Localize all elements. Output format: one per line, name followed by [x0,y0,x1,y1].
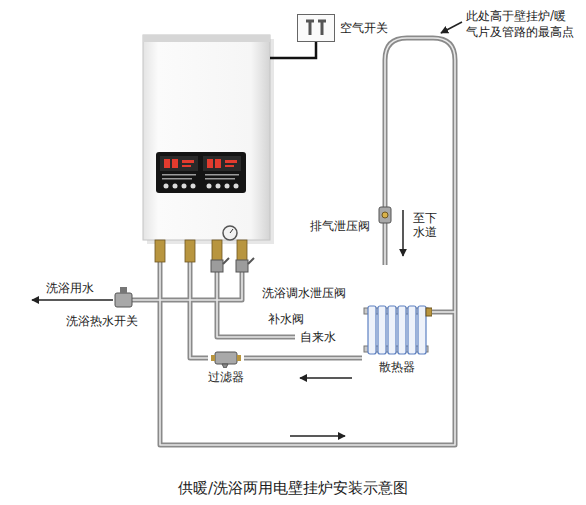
radiator-fin [388,306,396,354]
filter-nut [237,355,241,361]
component-label: 过滤器 [208,370,244,385]
filter-cap [222,364,228,368]
part-label: 至下水道 [413,211,437,240]
pipe-outline [244,356,362,361]
boiler-valves [211,258,254,272]
note-leader [441,22,462,33]
radiator-inlet [426,308,432,316]
part-label: 洗浴热水开关 [66,314,138,329]
component-node: 散热器 [362,302,432,375]
switch-box [298,15,335,42]
part-label: 自来水 [300,330,336,345]
component-node: 过滤器 [208,348,244,385]
radiator-fin [408,306,416,354]
bath-water-arrow [32,299,113,301]
return-flow-arrow [300,377,352,379]
switch-lever [306,21,314,35]
radiator-fin [398,306,406,354]
part-label: 洗浴用水 [46,281,94,296]
pipe-fittings [155,240,247,262]
component-node: 空气开关 [297,14,388,42]
filter-nut [211,355,215,361]
display-screen [203,156,241,171]
radiator-fin [418,306,426,354]
component-label: 空气开关 [340,21,388,36]
display-digits [164,159,237,168]
vent-relief-valve [379,207,391,223]
part-label: 此处高于壁挂炉/暖气片及管路的最高点 [466,8,578,40]
power-cable [270,42,316,58]
flow-arrows [32,22,462,436]
boiler-body [143,35,270,240]
filter-body [215,352,237,364]
gauge-needle [230,229,233,233]
radiator-fin [378,306,386,354]
air-switch-icon [297,14,335,42]
drain-arrow [402,210,404,256]
radiator-fin [368,306,376,354]
component-label: 散热器 [379,360,415,375]
part-label: 补水阀 [268,312,304,327]
panel-fine-print [162,174,239,180]
pressure-gauge [223,226,237,240]
panel-buttons [164,184,239,189]
switch-lever [318,21,326,35]
control-panel [156,152,246,193]
wall-boiler [143,35,274,272]
hot-water-valve [115,287,132,307]
display-screen [160,156,198,171]
pipe-highlight [244,357,362,359]
supply-flow-arrow [290,435,345,437]
part-label: 洗浴调水泄压阀 [262,286,346,301]
filter-icon [211,348,241,368]
boiler-top [143,35,270,42]
part-label: 排气泄压阀 [310,219,370,234]
radiator-icon [362,302,432,358]
pipe-connector [244,358,362,359]
figure-caption: 供暖/洗浴两用电壁挂炉安装示意图 [0,479,586,497]
